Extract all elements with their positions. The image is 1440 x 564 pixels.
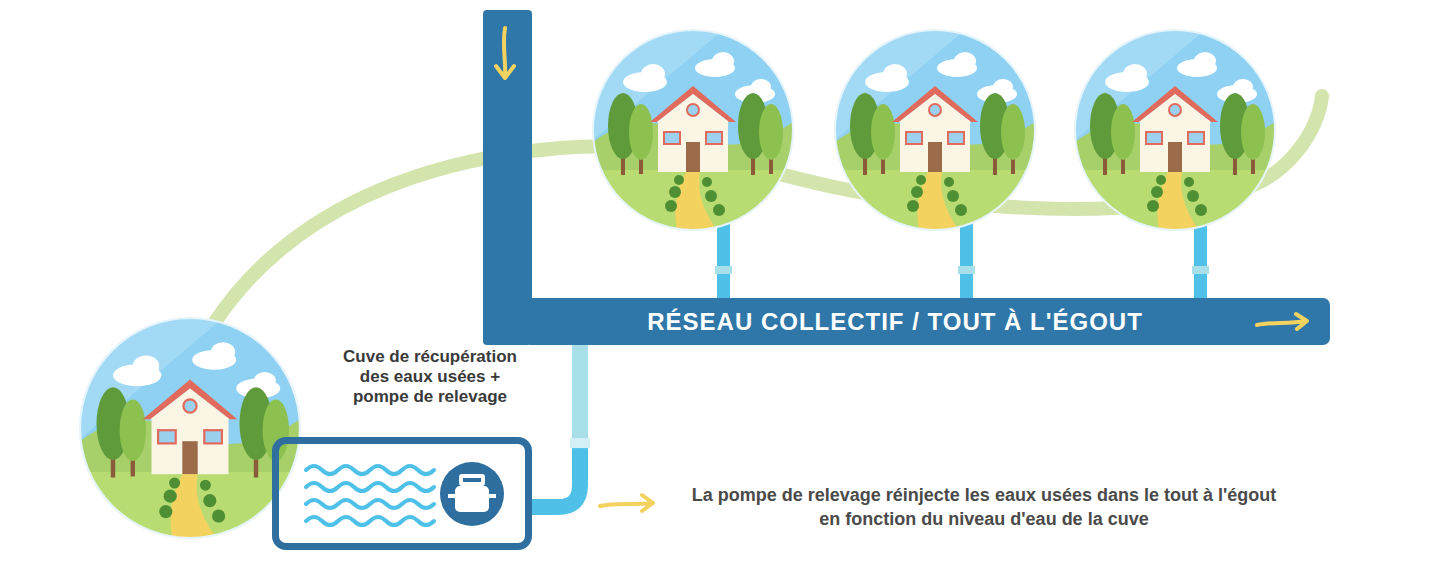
sewer-band: RÉSEAU COLLECTIF / TOUT À L'ÉGOUT [530,298,1330,345]
flow-arrow [1254,310,1312,334]
note-text: La pompe de relevage réinjecte les eaux … [684,483,1284,531]
drain-pipe [532,345,590,507]
tank-heading: Cuve de récupération des eaux usées + po… [340,347,520,407]
band-label: RÉSEAU COLLECTIF / TOUT À L'ÉGOUT [647,308,1143,336]
tank-box: Cuve de récupération des eaux usées + po… [272,345,535,552]
tank-outline [272,437,532,550]
